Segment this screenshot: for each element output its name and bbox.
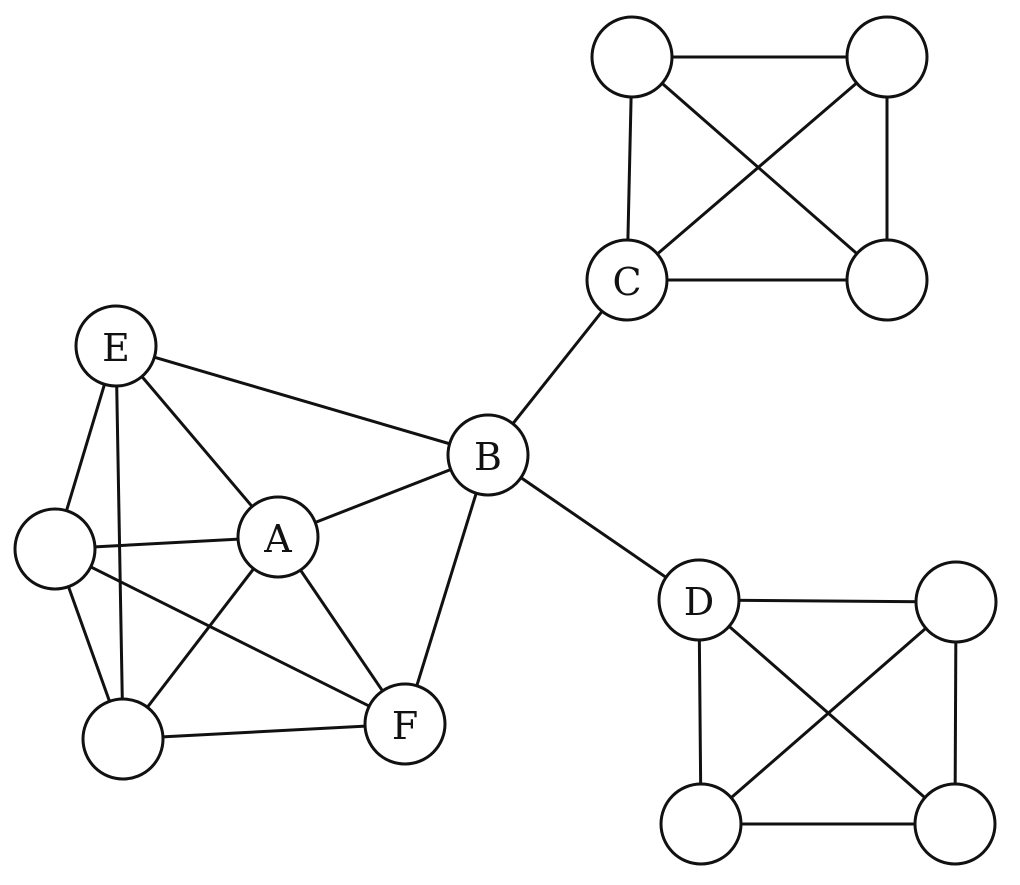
- graph-nodes: E A F B C D: [13, 15, 998, 866]
- node-c: C: [585, 238, 669, 322]
- node-c1: [590, 15, 674, 99]
- node-circle: [845, 238, 929, 322]
- node-circle: [446, 413, 530, 497]
- node-label: B: [474, 435, 502, 479]
- node-circle: [363, 682, 447, 766]
- edge-b-d: [487, 453, 700, 602]
- node-d2: [659, 782, 743, 866]
- node-circle: [913, 782, 997, 866]
- node-circle: [845, 15, 929, 99]
- edge-e-l2: [114, 345, 125, 740]
- node-circle: [81, 697, 165, 781]
- node-label: C: [612, 260, 641, 304]
- edge-d-d3: [698, 598, 956, 826]
- node-c2: [845, 15, 929, 99]
- node-circle: [914, 560, 998, 644]
- edge-d1-d2: [700, 600, 957, 826]
- node-label: D: [684, 580, 714, 624]
- node-f: F: [363, 682, 447, 766]
- node-d1: [914, 560, 998, 644]
- edge-a-l2: [121, 536, 280, 740]
- node-circle: [659, 782, 743, 866]
- node-circle: [236, 495, 320, 579]
- node-l2: [81, 697, 165, 781]
- node-d: D: [657, 558, 741, 642]
- edge-c1-c3: [631, 55, 888, 282]
- node-circle: [74, 304, 158, 388]
- node-circle: [657, 558, 741, 642]
- node-b: B: [446, 413, 530, 497]
- edge-f-b: [403, 454, 490, 725]
- edge-l1-f: [54, 547, 406, 726]
- node-e: E: [74, 304, 158, 388]
- edge-e-b: [115, 344, 489, 457]
- node-c3: [845, 238, 929, 322]
- node-a: A: [236, 495, 320, 579]
- edge-c2-c: [626, 55, 888, 282]
- node-label: F: [392, 704, 418, 748]
- node-d3: [913, 782, 997, 866]
- edge-e-a: [114, 345, 280, 538]
- node-circle: [590, 15, 674, 99]
- node-circle: [585, 238, 669, 322]
- node-l1: [13, 507, 97, 591]
- node-circle: [13, 507, 97, 591]
- edge-l2-f: [122, 722, 406, 741]
- node-label: E: [102, 326, 130, 370]
- edge-d-d1: [698, 598, 957, 604]
- node-label: A: [263, 517, 292, 561]
